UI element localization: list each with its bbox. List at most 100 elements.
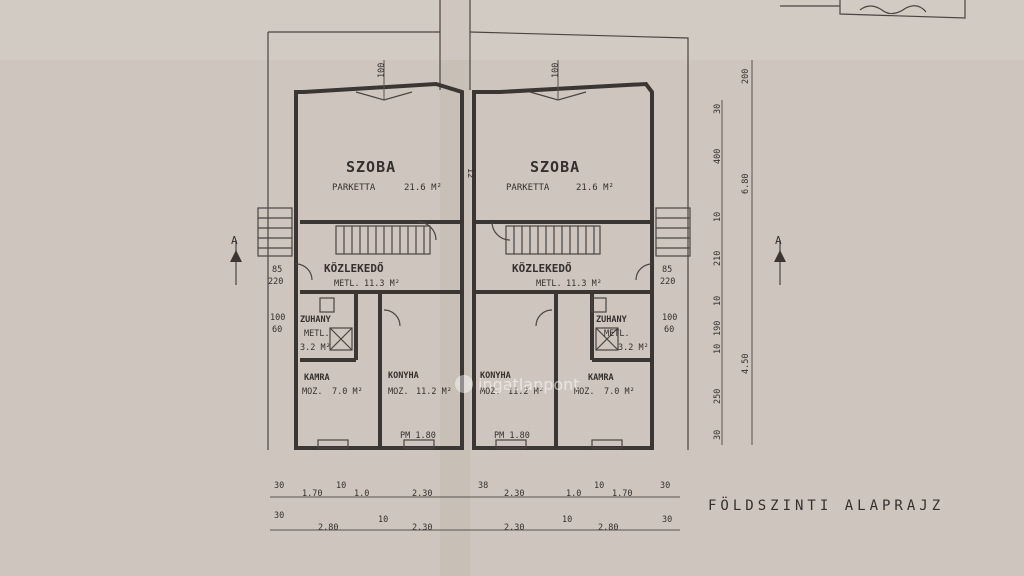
dimension-label: 30 <box>274 511 284 521</box>
room-floor: MOZ. <box>574 387 594 397</box>
room-floor: MOZ. <box>388 387 408 397</box>
room-area: 11.2 M² <box>508 387 544 397</box>
door-height-label: 220 <box>268 277 283 287</box>
dimension-label: 38 <box>478 481 488 491</box>
right-entrance-door <box>635 263 653 281</box>
paper-highlight <box>0 0 1024 60</box>
dimension-label: 10 <box>713 296 723 306</box>
door-width-label: 85 <box>272 265 282 275</box>
dimension-label: 2.30 <box>504 523 524 533</box>
room-floor: PARKETTA <box>506 183 550 193</box>
dimension-label: 10 <box>562 515 572 525</box>
left-entrance-door <box>295 263 313 281</box>
room-name: ZUHANY <box>300 315 332 325</box>
dimension-label: 10 <box>594 481 604 491</box>
dimension-label: 210 <box>713 251 723 266</box>
room-name: KAMRA <box>304 373 330 383</box>
left-pantry-window <box>317 439 349 449</box>
room-floor: MOZ. <box>480 387 500 397</box>
right-staircase <box>505 225 601 255</box>
room-name: KÖZLEKEDŐ <box>324 261 384 275</box>
room-area: 21.6 M² <box>576 183 614 193</box>
watermark-text: ingatlanpont <box>478 375 580 394</box>
right-kitchen-door <box>535 309 553 327</box>
dimension-label: 30 <box>660 481 670 491</box>
room-name: KAMRA <box>588 373 614 383</box>
dimension-label: 30 <box>713 104 723 114</box>
room-floor: MOZ. <box>302 387 322 397</box>
dimension-label: 10 <box>713 344 723 354</box>
corner-sketch-tree <box>859 5 927 15</box>
room-name: KÖZLEKEDŐ <box>512 261 572 275</box>
left-kitchen-window <box>403 439 435 449</box>
dimension-label: 2.80 <box>318 523 338 533</box>
dimension-label: 1.70 <box>612 489 632 499</box>
right-top-window <box>529 60 587 101</box>
room-name: SZOBA <box>346 158 396 176</box>
right-pantry-window <box>591 439 623 449</box>
dimension-label: 2.30 <box>412 523 432 533</box>
right-kitchen-window <box>495 439 527 449</box>
window-width-label: 100 <box>270 313 285 323</box>
left-shower-tray <box>329 327 353 351</box>
dimension-label: 1.0 <box>566 489 581 499</box>
door-height-label: 220 <box>660 277 675 287</box>
window-width-label: 100 <box>662 313 677 323</box>
section-marker-left: A <box>230 234 242 285</box>
section-marker-right: A <box>774 234 786 285</box>
dimension-label: 190 <box>713 321 723 336</box>
room-area: 11.2 M² <box>416 387 452 397</box>
dimension-label: 400 <box>713 149 723 164</box>
room-area: 11.3 M² <box>566 279 602 289</box>
dimension-total-label: 6.80 <box>741 174 751 194</box>
party-wall-label: 12 <box>465 168 475 178</box>
dimension-total-label: 4.50 <box>741 354 751 374</box>
drawing-title: FÖLDSZINTI ALAPRAJZ <box>708 496 944 514</box>
paper-fold <box>440 0 470 576</box>
section-marker-left-label: A <box>231 234 238 247</box>
left-kitchen-door <box>383 309 401 327</box>
right-chimney <box>591 297 607 313</box>
dimension-label: 250 <box>713 389 723 404</box>
room-name: SZOBA <box>530 158 580 176</box>
room-name: ZUHANY <box>596 315 628 325</box>
dimension-label: 30 <box>274 481 284 491</box>
room-name: KONYHA <box>480 371 511 381</box>
room-area: 3.2 M² <box>300 343 331 353</box>
left-top-window <box>355 60 413 101</box>
room-area: 11.3 M² <box>364 279 400 289</box>
dimension-label: 30 <box>662 515 672 525</box>
dimension-label: 2.80 <box>598 523 618 533</box>
pm-label: PM 1.80 <box>494 431 530 441</box>
right-shower-tray <box>595 327 619 351</box>
room-floor: METL. <box>536 279 562 289</box>
pm-label: PM 1.80 <box>400 431 436 441</box>
dimension-label: 2.30 <box>412 489 432 499</box>
left-room-door <box>417 221 437 241</box>
room-area: 7.0 M² <box>332 387 363 397</box>
window-height-label: 60 <box>272 325 282 335</box>
dimension-label: 1.0 <box>354 489 369 499</box>
right-unit-outer-wall <box>472 81 654 450</box>
window-label: 100 <box>377 63 387 78</box>
window-height-label: 60 <box>664 325 674 335</box>
right-entrance-steps <box>655 207 691 257</box>
dimension-label: 10 <box>378 515 388 525</box>
room-area: 7.0 M² <box>604 387 635 397</box>
room-floor: METL. <box>304 329 330 339</box>
right-room-door <box>491 221 511 241</box>
plot-boundary <box>267 31 689 450</box>
window-label: 100 <box>551 63 561 78</box>
section-marker-right-label: A <box>775 234 782 247</box>
room-area: 21.6 M² <box>404 183 442 193</box>
door-width-label: 85 <box>662 265 672 275</box>
left-chimney <box>319 297 335 313</box>
left-entrance-steps <box>257 207 293 257</box>
room-area: 3.2 M² <box>618 343 649 353</box>
watermark: ingatlanpont <box>455 375 580 394</box>
dimension-label: 30 <box>713 430 723 440</box>
watermark-logo-icon <box>455 375 473 393</box>
left-unit-outer-wall <box>294 81 464 450</box>
room-floor: PARKETTA <box>332 183 376 193</box>
